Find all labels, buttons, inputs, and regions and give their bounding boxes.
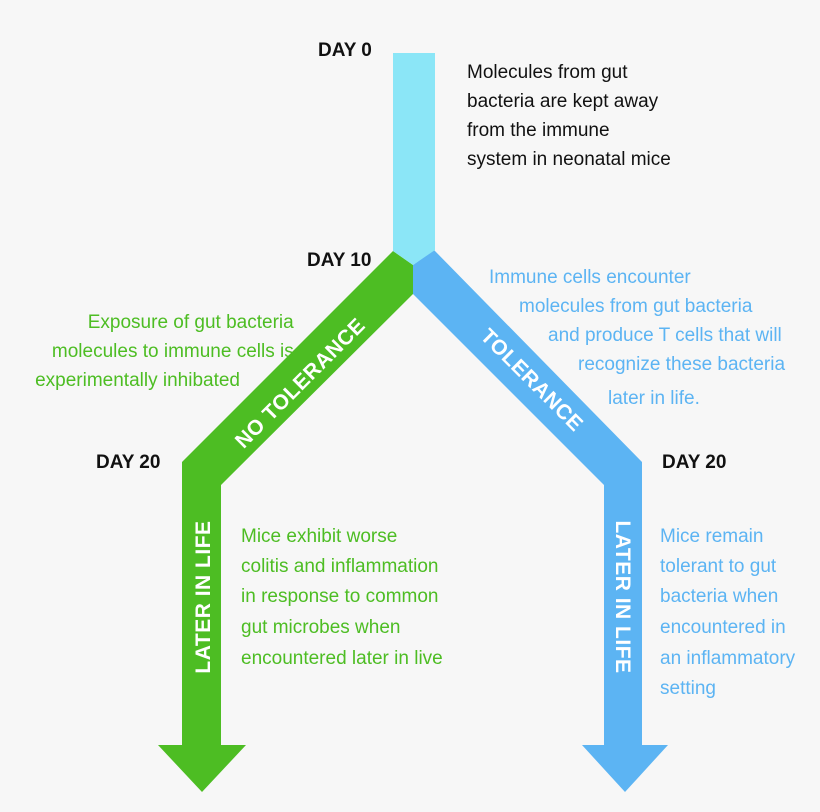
no-tolerance-note-line: experimentally inhibated [35,370,240,391]
tolerance-note-line: molecules from gut bacteria [519,296,753,317]
stem-arrow [393,53,435,265]
tolerance-note-line: Immune cells encounter [489,267,691,288]
no-tolerance-note-line: molecules to immune cells is [52,341,294,362]
top-note: Molecules from gut bacteria are kept awa… [467,62,671,170]
tolerance-note: Immune cells encounter molecules from gu… [489,267,790,409]
right-outcome-note-line: tolerant to gut [660,556,777,577]
tolerance-note-line: later in life. [608,388,700,409]
tolerance-branch-arrow [413,250,668,792]
top-note-line: bacteria are kept away [467,91,659,112]
no-tolerance-band-label: NO TOLERANCE [231,314,370,453]
tolerance-note-line: recognize these bacteria [578,354,785,375]
left-outcome-note: Mice exhibit worse colitis and inflammat… [241,526,444,669]
right-outcome-note-line: encountered in [660,617,786,638]
day-20-left-label: DAY 20 [96,452,160,473]
left-outcome-note-line: Mice exhibit worse [241,526,397,547]
later-in-life-right-label: LATER IN LIFE [611,520,634,673]
left-outcome-note-line: in response to common [241,586,439,607]
right-outcome-note: Mice remain tolerant to gut bacteria whe… [660,526,800,699]
top-note-line: Molecules from gut [467,62,628,83]
no-tolerance-note-line: Exposure of gut bacteria [88,312,294,333]
right-outcome-note-line: an inflammatory [660,648,796,669]
left-outcome-note-line: colitis and inflammation [241,556,438,577]
later-in-life-left-label: LATER IN LIFE [192,520,215,673]
day-0-label: DAY 0 [318,40,372,61]
right-outcome-note-line: bacteria when [660,586,778,607]
top-note-line: system in neonatal mice [467,149,671,170]
no-tolerance-branch-arrow [158,251,413,792]
top-note-line: from the immune [467,120,610,141]
right-outcome-note-line: Mice remain [660,526,763,547]
day-10-label: DAY 10 [307,250,371,271]
right-outcome-note-line: setting [660,678,716,699]
no-tolerance-note: Exposure of gut bacteria molecules to im… [35,312,299,391]
tolerance-note-line: and produce T cells that will [548,325,782,346]
day-20-right-label: DAY 20 [662,452,726,473]
left-outcome-note-line: gut microbes when [241,617,400,638]
left-outcome-note-line: encountered later in live [241,648,443,669]
